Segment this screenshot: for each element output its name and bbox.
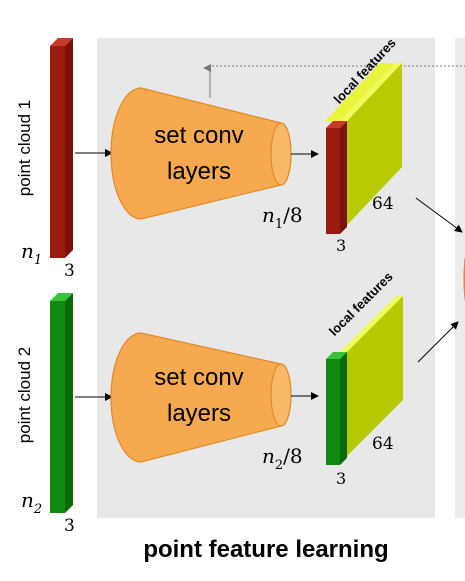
stream-1: point cloud 1 n1 3 set conv layers	[15, 35, 465, 281]
point-cloud-2-label: point cloud 2	[15, 347, 34, 443]
right-panel-edge	[455, 38, 465, 518]
point-cloud-1-bar	[50, 38, 73, 258]
set-conv-layers-2	[110, 332, 292, 463]
set-conv-layers-1-line1: set conv	[154, 122, 243, 149]
point-cloud-2-bar	[50, 293, 73, 513]
local-features-block-2	[340, 296, 403, 456]
arrow-features-1-to-next	[415, 197, 463, 233]
output-1-n-label: n1/8	[262, 203, 303, 232]
output-2-n-label: n2/8	[262, 444, 303, 473]
section-title: point feature learning	[143, 536, 388, 563]
local-features-block-1	[325, 63, 402, 225]
set-conv-layers-2-line1: set conv	[154, 364, 243, 391]
arrow-features-2-to-next	[417, 321, 459, 363]
downsampled-points-1-bar	[326, 121, 347, 234]
feature-1-dim: 64	[372, 194, 394, 214]
set-conv-layers-2-line2: layers	[167, 400, 231, 427]
point-cloud-1-n-label: n1	[21, 239, 42, 268]
point-cloud-2-n-label: n2	[21, 488, 42, 517]
set-conv-layers-1-line2: layers	[167, 158, 231, 185]
point-cloud-1-dim: 3	[64, 261, 75, 281]
downsampled-points-2-bar	[326, 352, 347, 465]
output-2-dim: 3	[336, 469, 346, 488]
point-cloud-1-label: point cloud 1	[15, 100, 34, 196]
feature-2-dim: 64	[372, 434, 394, 454]
point-cloud-2-dim: 3	[64, 516, 75, 536]
output-1-dim: 3	[336, 236, 346, 255]
